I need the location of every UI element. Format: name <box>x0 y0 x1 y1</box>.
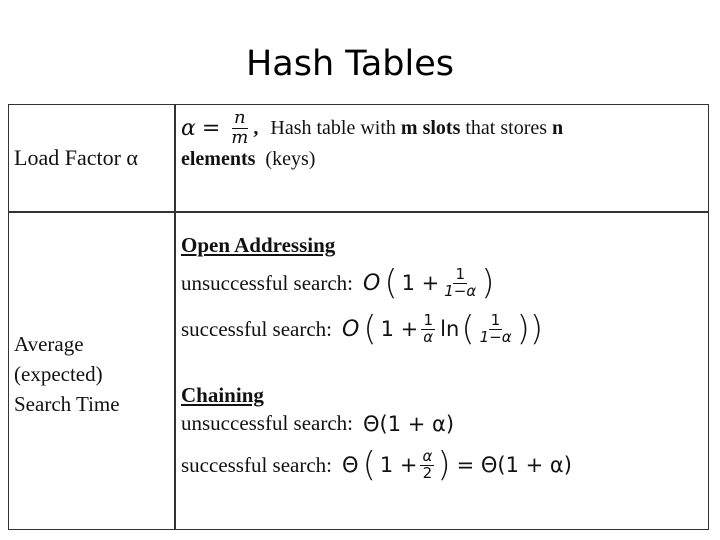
def-bold-n: n <box>552 116 564 139</box>
n-over-m-fraction: n m <box>229 107 250 148</box>
fraction-numerator: 1 <box>421 310 435 330</box>
theta-result: = Θ(1 + α) <box>456 453 572 477</box>
load-factor-definition: α = n m , Hash table with m slots that s… <box>181 107 701 171</box>
one-plus: 1 + <box>380 317 419 341</box>
load-factor-label: Load Factor α <box>14 145 138 170</box>
fraction-denominator: m <box>231 126 249 148</box>
alpha-symbol: α <box>181 115 196 141</box>
fraction-denominator: 1−α <box>444 281 477 300</box>
big-o-symbol: O <box>363 270 381 296</box>
right-paren: ) <box>437 445 451 485</box>
right-paren: ) <box>481 263 495 303</box>
fraction-denominator: 2 <box>422 463 433 482</box>
left-paren: ( <box>362 445 376 485</box>
oa-successful-label: successful search: <box>181 316 333 341</box>
fraction-numerator: α <box>420 446 435 466</box>
equals-sign: = <box>201 115 221 141</box>
left-paren: ( <box>363 309 377 349</box>
hash-table-summary: Load Factor α α = n m , Hash table with … <box>8 104 709 530</box>
right-paren: ) <box>516 309 530 349</box>
chaining-successful: successful search: Θ ( 1 + α 2 ) = Θ(1 +… <box>181 439 572 491</box>
column-divider <box>174 105 176 529</box>
one-over-alpha: 1 α <box>421 310 435 346</box>
big-o-symbol: O <box>342 316 360 342</box>
fraction-denominator: α <box>423 327 434 346</box>
slide-title: Hash Tables <box>245 44 455 84</box>
ln-operator: ln <box>440 317 460 341</box>
open-addressing-heading: Open Addressing <box>181 233 336 257</box>
fraction-numerator: 1 <box>453 264 468 284</box>
avg-label-line-3: Search Time <box>14 392 120 416</box>
ch-successful-label: successful search: <box>181 452 333 477</box>
open-addressing-successful: successful search: O ( 1 + 1 α ln ( 1 1−… <box>181 305 543 353</box>
row-divider <box>9 211 708 213</box>
chaining-heading: Chaining <box>181 383 264 407</box>
comma: , <box>253 116 259 139</box>
def-text-2: that stores <box>465 116 548 139</box>
def-bold-m-slots: m slots <box>400 116 461 139</box>
left-paren: ( <box>461 309 475 349</box>
avg-label-line-2: (expected) <box>14 362 103 386</box>
ch-unsuccessful-label: unsuccessful search: <box>181 411 354 435</box>
oa-unsuccessful-label: unsuccessful search: <box>181 270 354 295</box>
def-bold-elements: elements <box>181 147 256 170</box>
average-search-time-label: Average (expected) Search Time <box>14 329 120 419</box>
one-over-one-minus-alpha: 1 1−α <box>478 310 514 346</box>
one-over-one-minus-alpha: 1 1−α <box>442 264 478 300</box>
right-paren: ) <box>529 309 544 349</box>
alpha-over-two: α 2 <box>420 446 435 482</box>
theta-expression: Θ(1 + α) <box>363 411 455 436</box>
one-plus: 1 + <box>401 271 440 295</box>
def-text-3: (keys) <box>265 147 316 170</box>
def-text-1: Hash table with <box>270 116 396 139</box>
fraction-denominator: 1−α <box>479 327 512 346</box>
avg-label-line-1: Average <box>14 332 84 356</box>
one-plus: 1 + <box>379 453 418 477</box>
open-addressing-unsuccessful: unsuccessful search: O ( 1 + 1 1−α ) <box>181 259 495 307</box>
chaining-unsuccessful: unsuccessful search: Θ(1 + α) <box>181 411 454 436</box>
fraction-numerator: n <box>232 107 248 129</box>
theta-symbol: Θ <box>342 453 359 477</box>
left-paren: ( <box>384 263 398 303</box>
fraction-numerator: 1 <box>488 310 503 330</box>
